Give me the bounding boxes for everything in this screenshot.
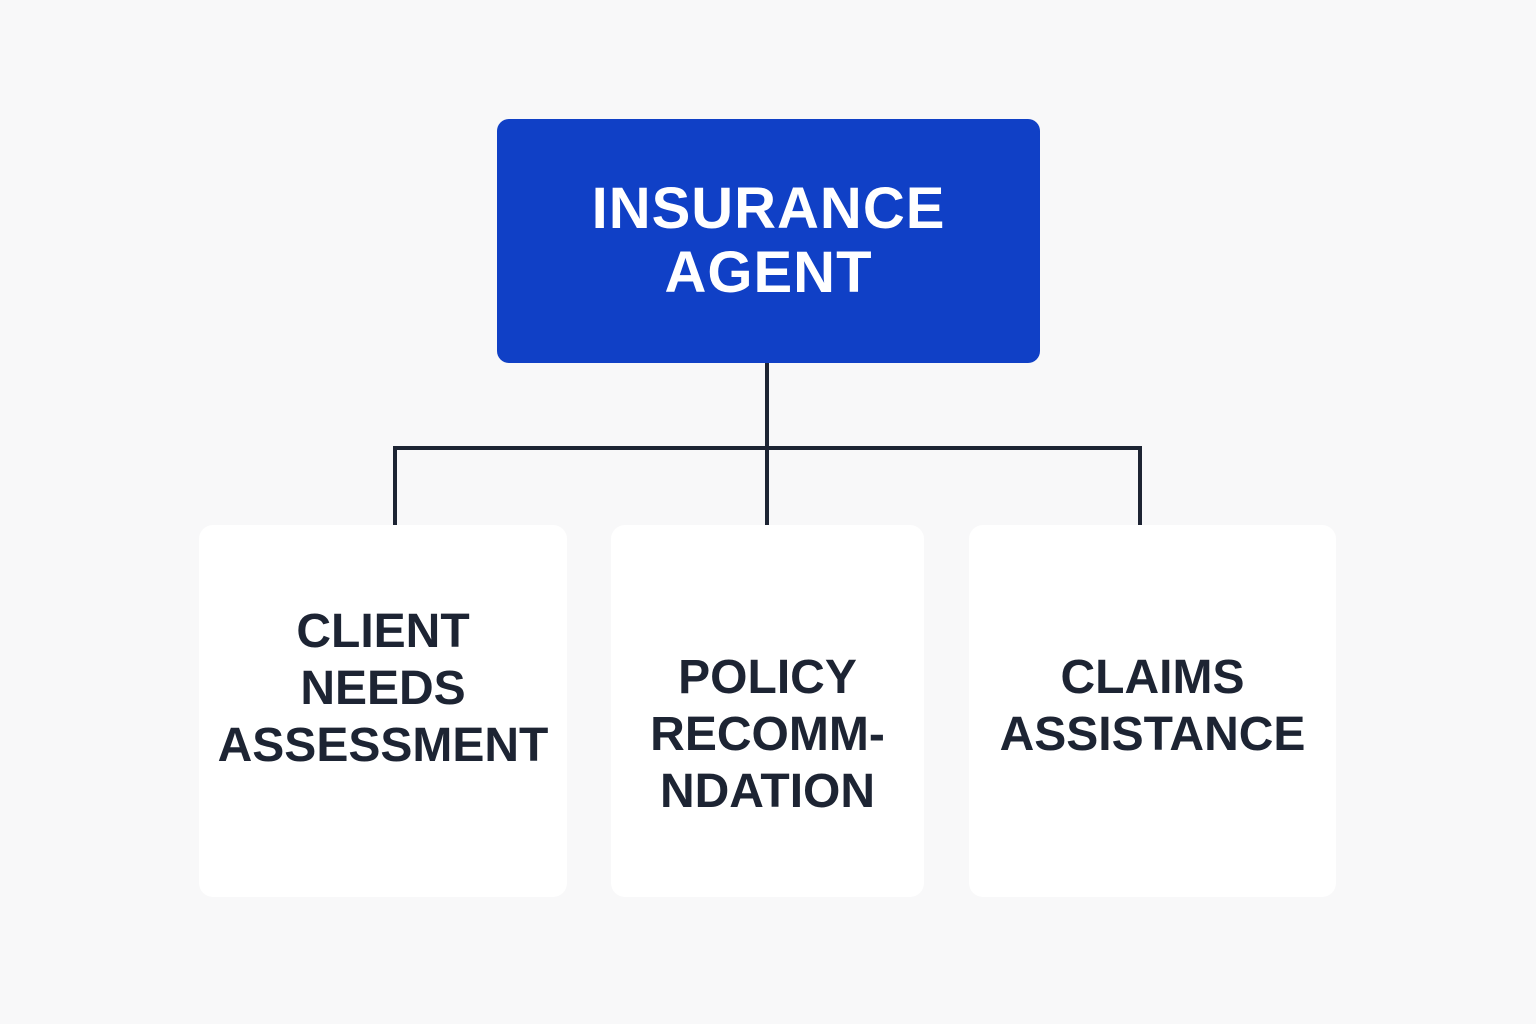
client-needs-assessment-node: CLIENT NEEDS ASSESSMENT [199,525,567,897]
policy-recommendation-node: POLICY RECOMM- NDATION [611,525,924,897]
node-label-line: RECOMM- [650,708,885,761]
claims-assistance-node: CLAIMS ASSISTANCE [969,525,1336,897]
insurance-agent-node: INSURANCE AGENT [497,119,1040,363]
node-label-line: ASSISTANCE [999,708,1306,761]
node-label-line: CLIENT [296,605,470,658]
node-label-line: NDATION [659,765,876,818]
node-label-line: POLICY [678,651,857,704]
node-label-line: NEEDS [300,662,466,715]
node-label-line: CLAIMS [1060,651,1245,704]
root-title-line-1: INSURANCE [591,176,946,241]
root-title-line-2: AGENT [664,240,873,305]
node-label-line: ASSESSMENT [217,719,549,772]
